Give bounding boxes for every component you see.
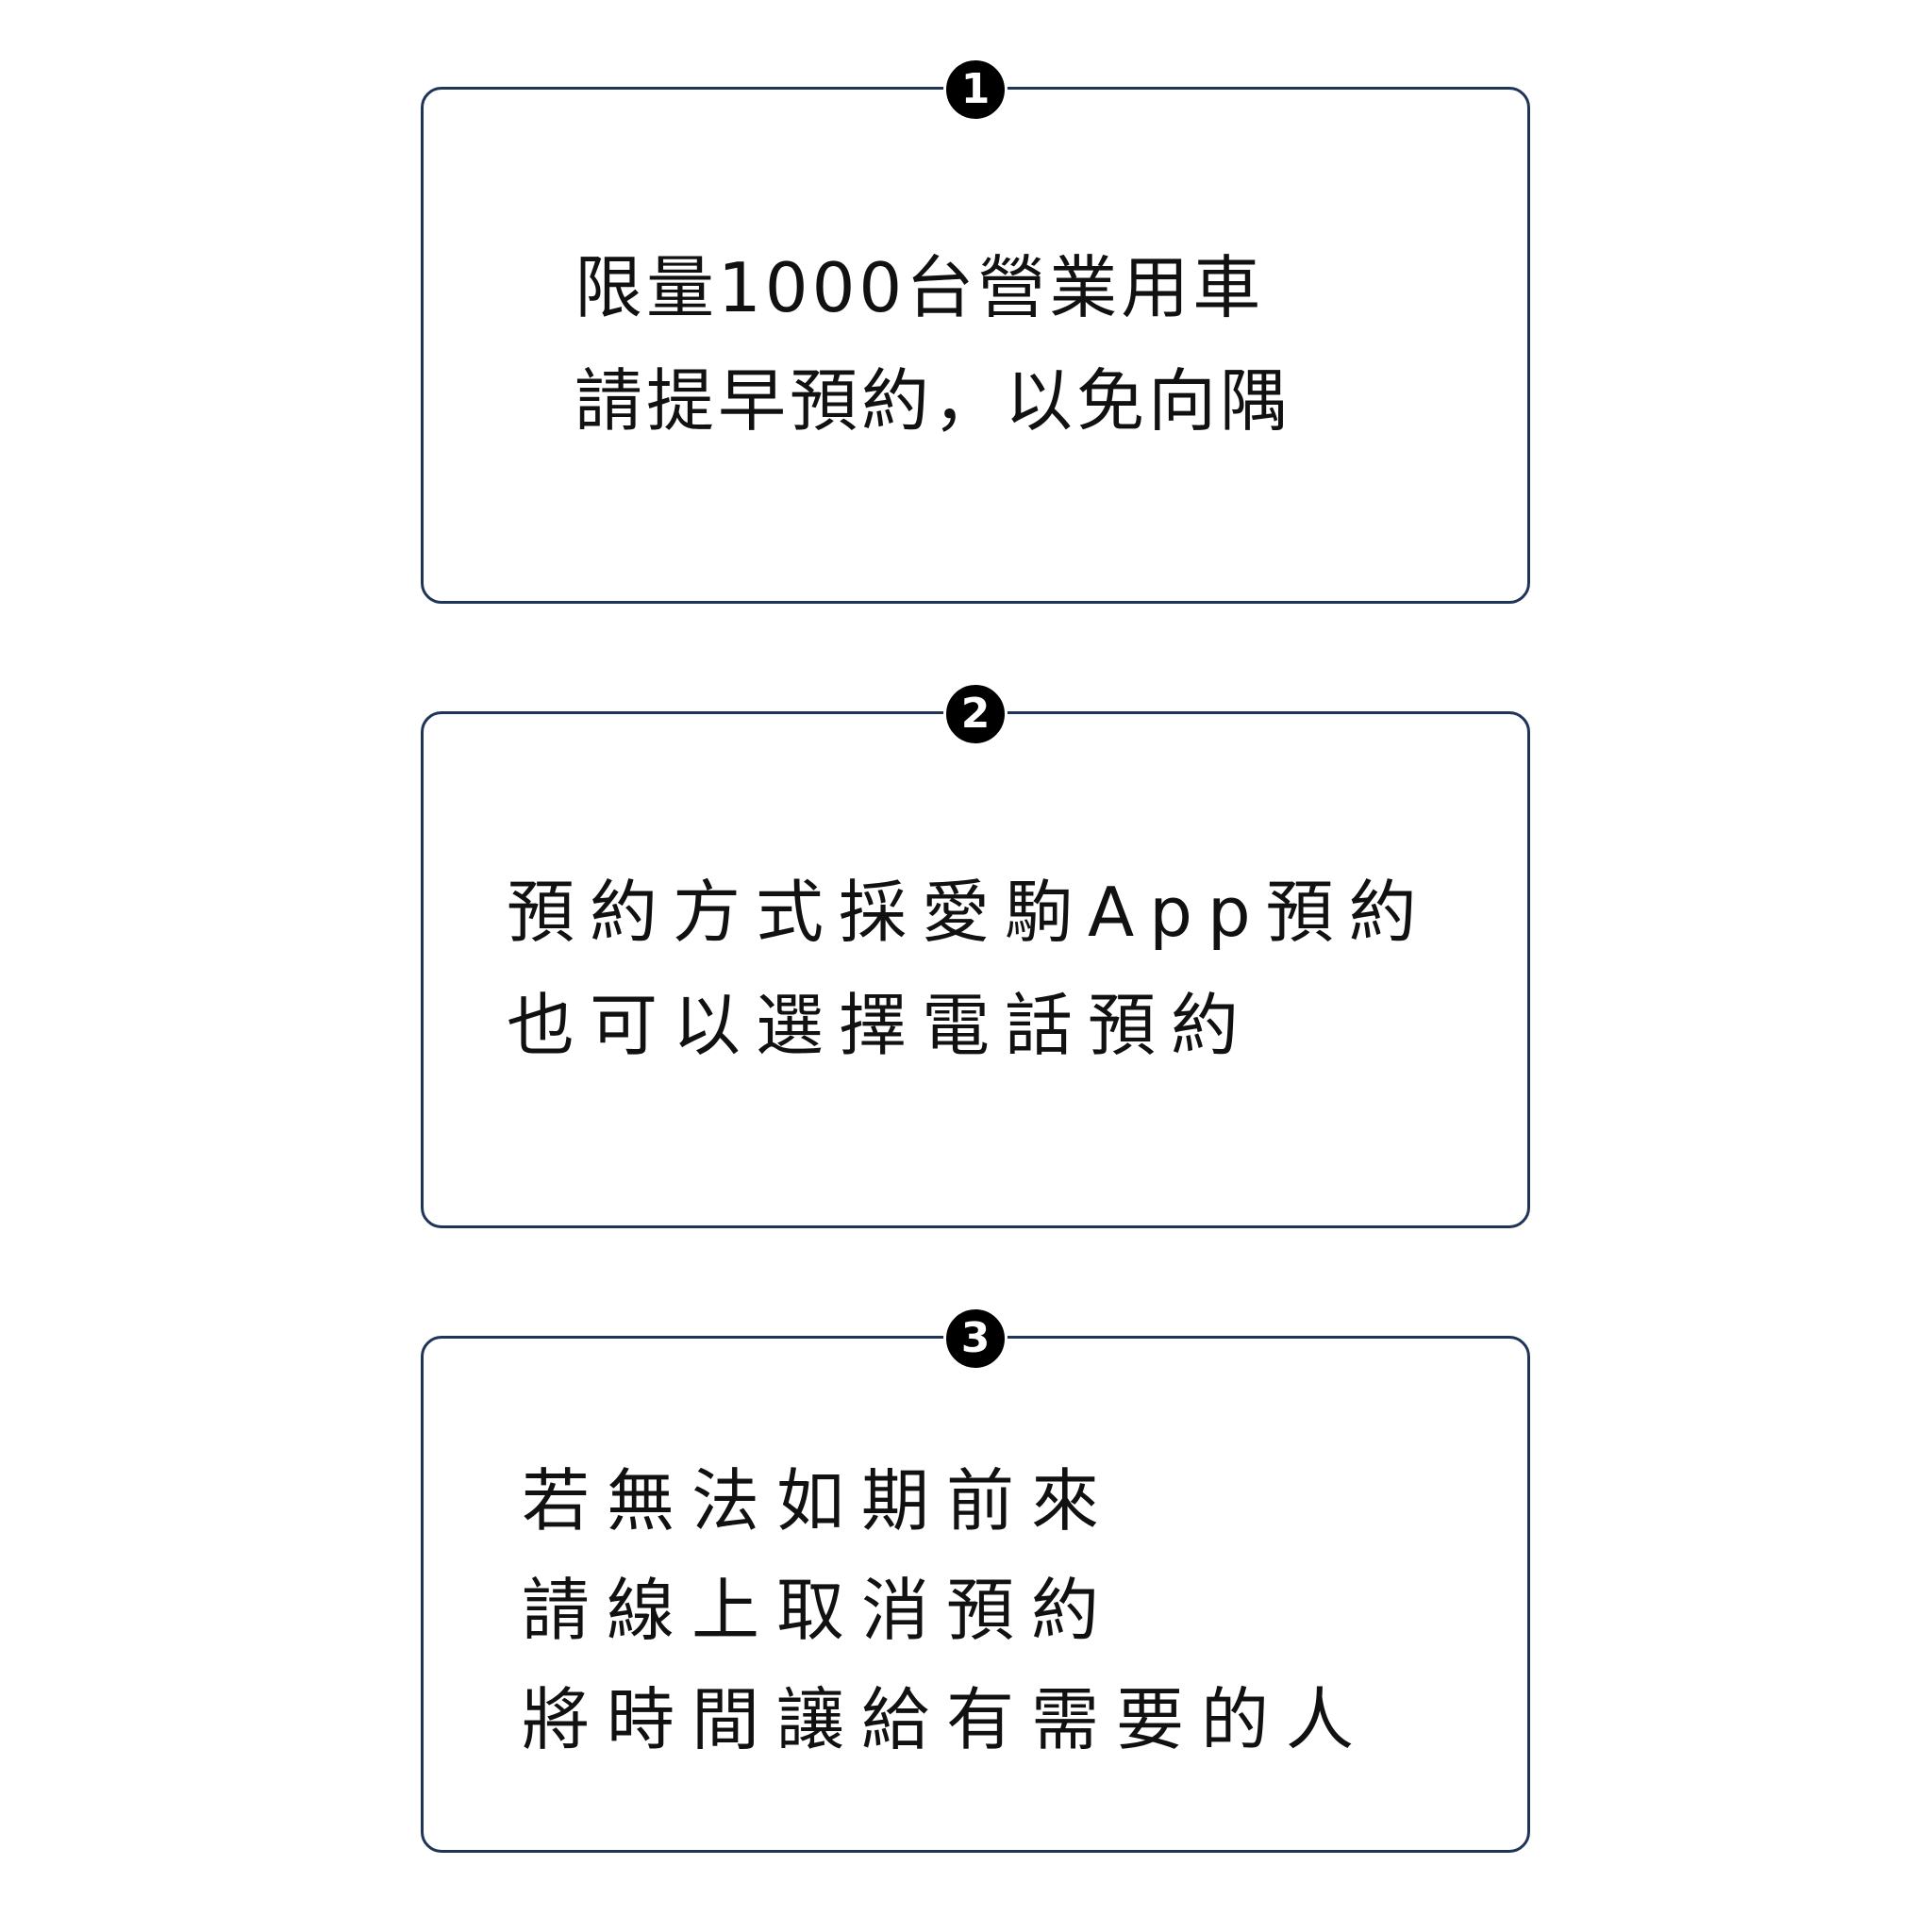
step-text-line: 限量1000台營業用車	[575, 248, 1265, 327]
step-card-2: 2 預約方式採愛駒App預約 也可以選擇電話預約	[421, 682, 1530, 1228]
step-text-line: 也可以選擇電話預約	[507, 986, 1255, 1065]
step-number-badge: 1	[943, 58, 1008, 122]
step-text-line: 預約方式採愛駒App預約	[507, 873, 1432, 952]
step-text-line: 請線上取消預約	[522, 1571, 1117, 1650]
step-text: 預約方式採愛駒App預約 也可以選擇電話預約	[507, 856, 1432, 1082]
step-text-line: 將時間讓給有需要的人	[522, 1680, 1372, 1759]
step-text: 若無法如期前來 請線上取消預約 將時間讓給有需要的人	[522, 1446, 1371, 1774]
step-text: 限量1000台營業用車 請提早預約，以免向隅	[575, 231, 1291, 458]
step-number: 2	[960, 690, 991, 738]
step-card-1: 1 限量1000台營業用車 請提早預約，以免向隅	[421, 58, 1530, 604]
step-number-badge: 3	[943, 1307, 1008, 1371]
step-number: 1	[960, 65, 991, 113]
step-text-line: 請提早預約，以免向隅	[575, 361, 1292, 441]
step-number-badge: 2	[943, 682, 1008, 746]
step-text-line: 若無法如期前來	[522, 1461, 1117, 1541]
step-number: 3	[960, 1314, 991, 1362]
step-card-3: 3 若無法如期前來 請線上取消預約 將時間讓給有需要的人	[421, 1307, 1530, 1853]
